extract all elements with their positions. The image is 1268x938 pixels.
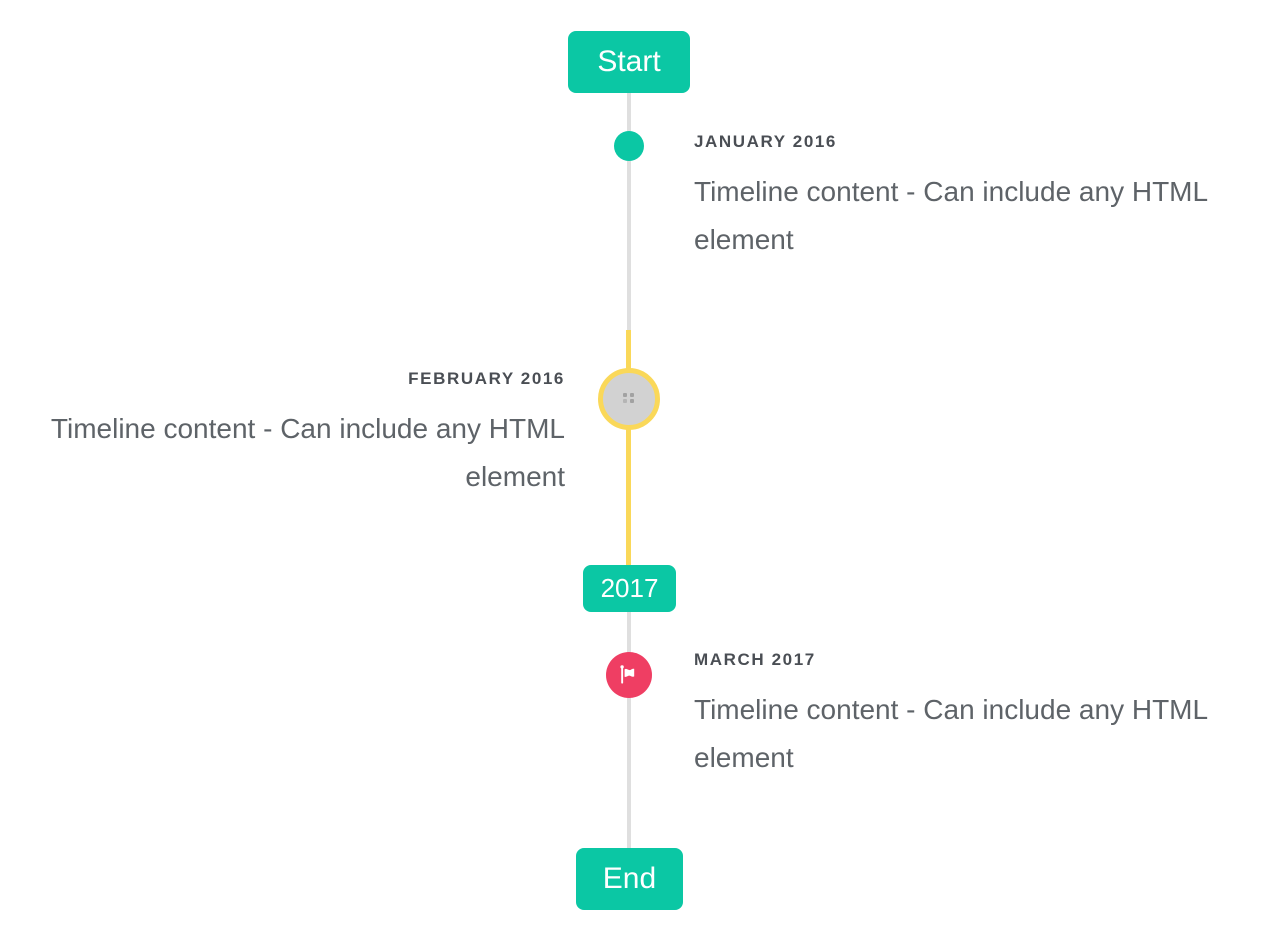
broken-image-icon [622,393,636,405]
item-date-label: MARCH 2017 [694,650,816,669]
item-content-text: Timeline content - Can include any HTML … [694,694,1208,773]
marker-image-circle [598,368,660,430]
item-date-label: JANUARY 2016 [694,132,837,151]
item-content-text: Timeline content - Can include any HTML … [694,176,1208,255]
item-content-text: Timeline content - Can include any HTML … [50,413,565,492]
marker-dot-icon [614,131,644,161]
timeline-item-february: FEBRUARY 2016 Timeline content - Can inc… [37,369,565,501]
year-badge: 2017 [583,565,676,612]
timeline-item-january: JANUARY 2016 Timeline content - Can incl… [694,132,1222,264]
item-date-label: FEBRUARY 2016 [408,369,565,388]
marker-flag-circle [606,652,652,698]
timeline-item-march: MARCH 2017 Timeline content - Can includ… [694,650,1222,782]
end-badge: End [576,848,683,910]
flag-icon [620,665,635,684]
timeline-line-highlight [626,330,631,565]
start-badge: Start [568,31,690,93]
